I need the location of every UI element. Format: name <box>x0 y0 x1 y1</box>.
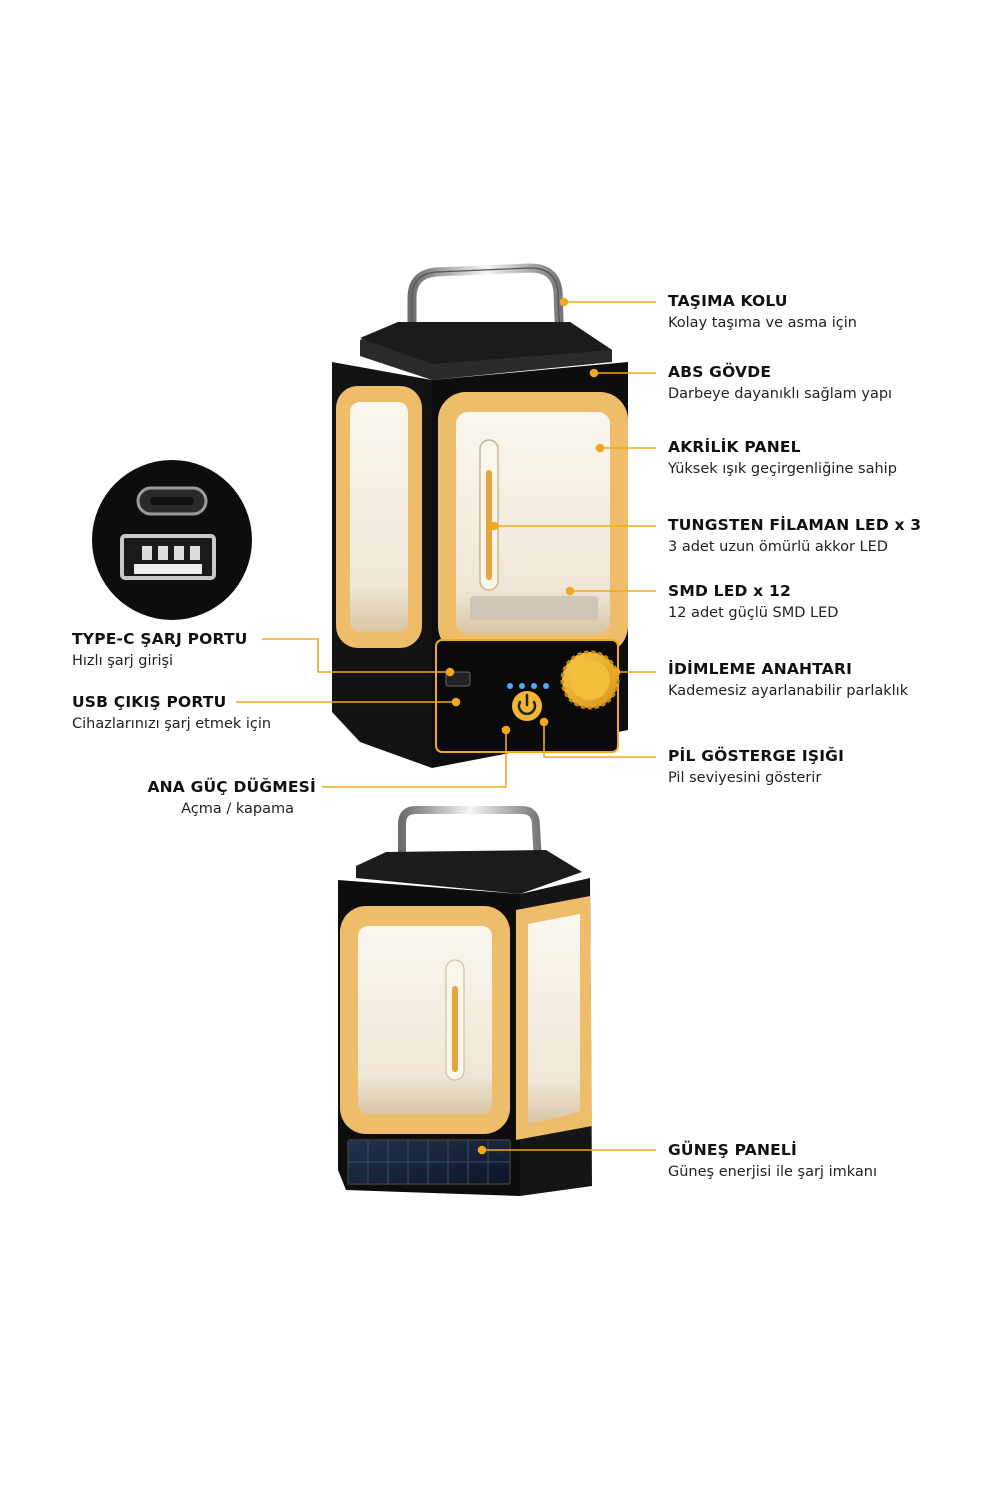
label-smd-led: SMD LED x 12 12 adet güçlü SMD LED <box>668 582 838 621</box>
label-dimmer-switch: İDİMLEME ANAHTARI Kademesiz ayarlanabili… <box>668 660 908 699</box>
label-desc: 3 adet uzun ömürlü akkor LED <box>668 539 888 555</box>
label-desc: Açma / kapama <box>181 801 294 817</box>
label-desc: Yüksek ışık geçirgenliğine sahip <box>668 461 897 477</box>
label-title: TYPE-C ŞARJ PORTU <box>72 630 248 648</box>
label-title: İDİMLEME ANAHTARI <box>668 660 853 678</box>
battery-indicator-icon <box>507 683 549 689</box>
label-solar-panel: GÜNEŞ PANELİ Güneş enerjisi ile şarj imk… <box>668 1141 877 1180</box>
label-desc: Hızlı şarj girişi <box>72 653 174 669</box>
label-title: PİL GÖSTERGE IŞIĞI <box>668 747 845 765</box>
label-title: ABS GÖVDE <box>668 363 772 381</box>
label-desc: Darbeye dayanıklı sağlam yapı <box>668 386 893 402</box>
lantern-front-view <box>332 263 628 768</box>
label-acrylic-panel: AKRİLİK PANEL Yüksek ışık geçirgenliğine… <box>668 438 897 477</box>
label-desc: Kademesiz ayarlanabilir parlaklık <box>668 683 909 699</box>
label-battery-indicator: PİL GÖSTERGE IŞIĞI Pil seviyesini göster… <box>668 747 844 786</box>
label-title: USB ÇIKIŞ PORTU <box>72 693 227 711</box>
label-usb-output: USB ÇIKIŞ PORTU Cihazlarınızı şarj etmek… <box>72 693 271 732</box>
label-title: AKRİLİK PANEL <box>668 438 801 456</box>
label-desc: 12 adet güçlü SMD LED <box>668 605 839 621</box>
label-type-c-port: TYPE-C ŞARJ PORTU Hızlı şarj girişi <box>72 630 248 669</box>
label-title: ANA GÜÇ DÜĞMESİ <box>147 778 316 796</box>
label-title: GÜNEŞ PANELİ <box>668 1141 797 1159</box>
leader-lines <box>236 297 656 1155</box>
label-tungsten-led: TUNGSTEN FİLAMAN LED x 3 3 adet uzun ömü… <box>668 516 921 555</box>
label-title: TAŞIMA KOLU <box>668 292 788 310</box>
label-desc: Kolay taşıma ve asma için <box>668 315 857 331</box>
label-power-button: ANA GÜÇ DÜĞMESİ Açma / kapama <box>147 778 316 817</box>
lantern-back-view <box>338 806 592 1196</box>
carry-handle <box>398 806 542 868</box>
label-abs-body: ABS GÖVDE Darbeye dayanıklı sağlam yapı <box>668 363 892 402</box>
label-title: TUNGSTEN FİLAMAN LED x 3 <box>668 516 922 534</box>
label-carry-handle: TAŞIMA KOLU Kolay taşıma ve asma için <box>668 292 857 331</box>
label-title: SMD LED x 12 <box>668 582 791 600</box>
label-desc: Pil seviyesini gösterir <box>668 770 822 786</box>
label-desc: Cihazlarınızı şarj etmek için <box>72 716 272 732</box>
label-desc: Güneş enerjisi ile şarj imkanı <box>668 1164 877 1180</box>
ports-zoom-view <box>92 460 252 620</box>
